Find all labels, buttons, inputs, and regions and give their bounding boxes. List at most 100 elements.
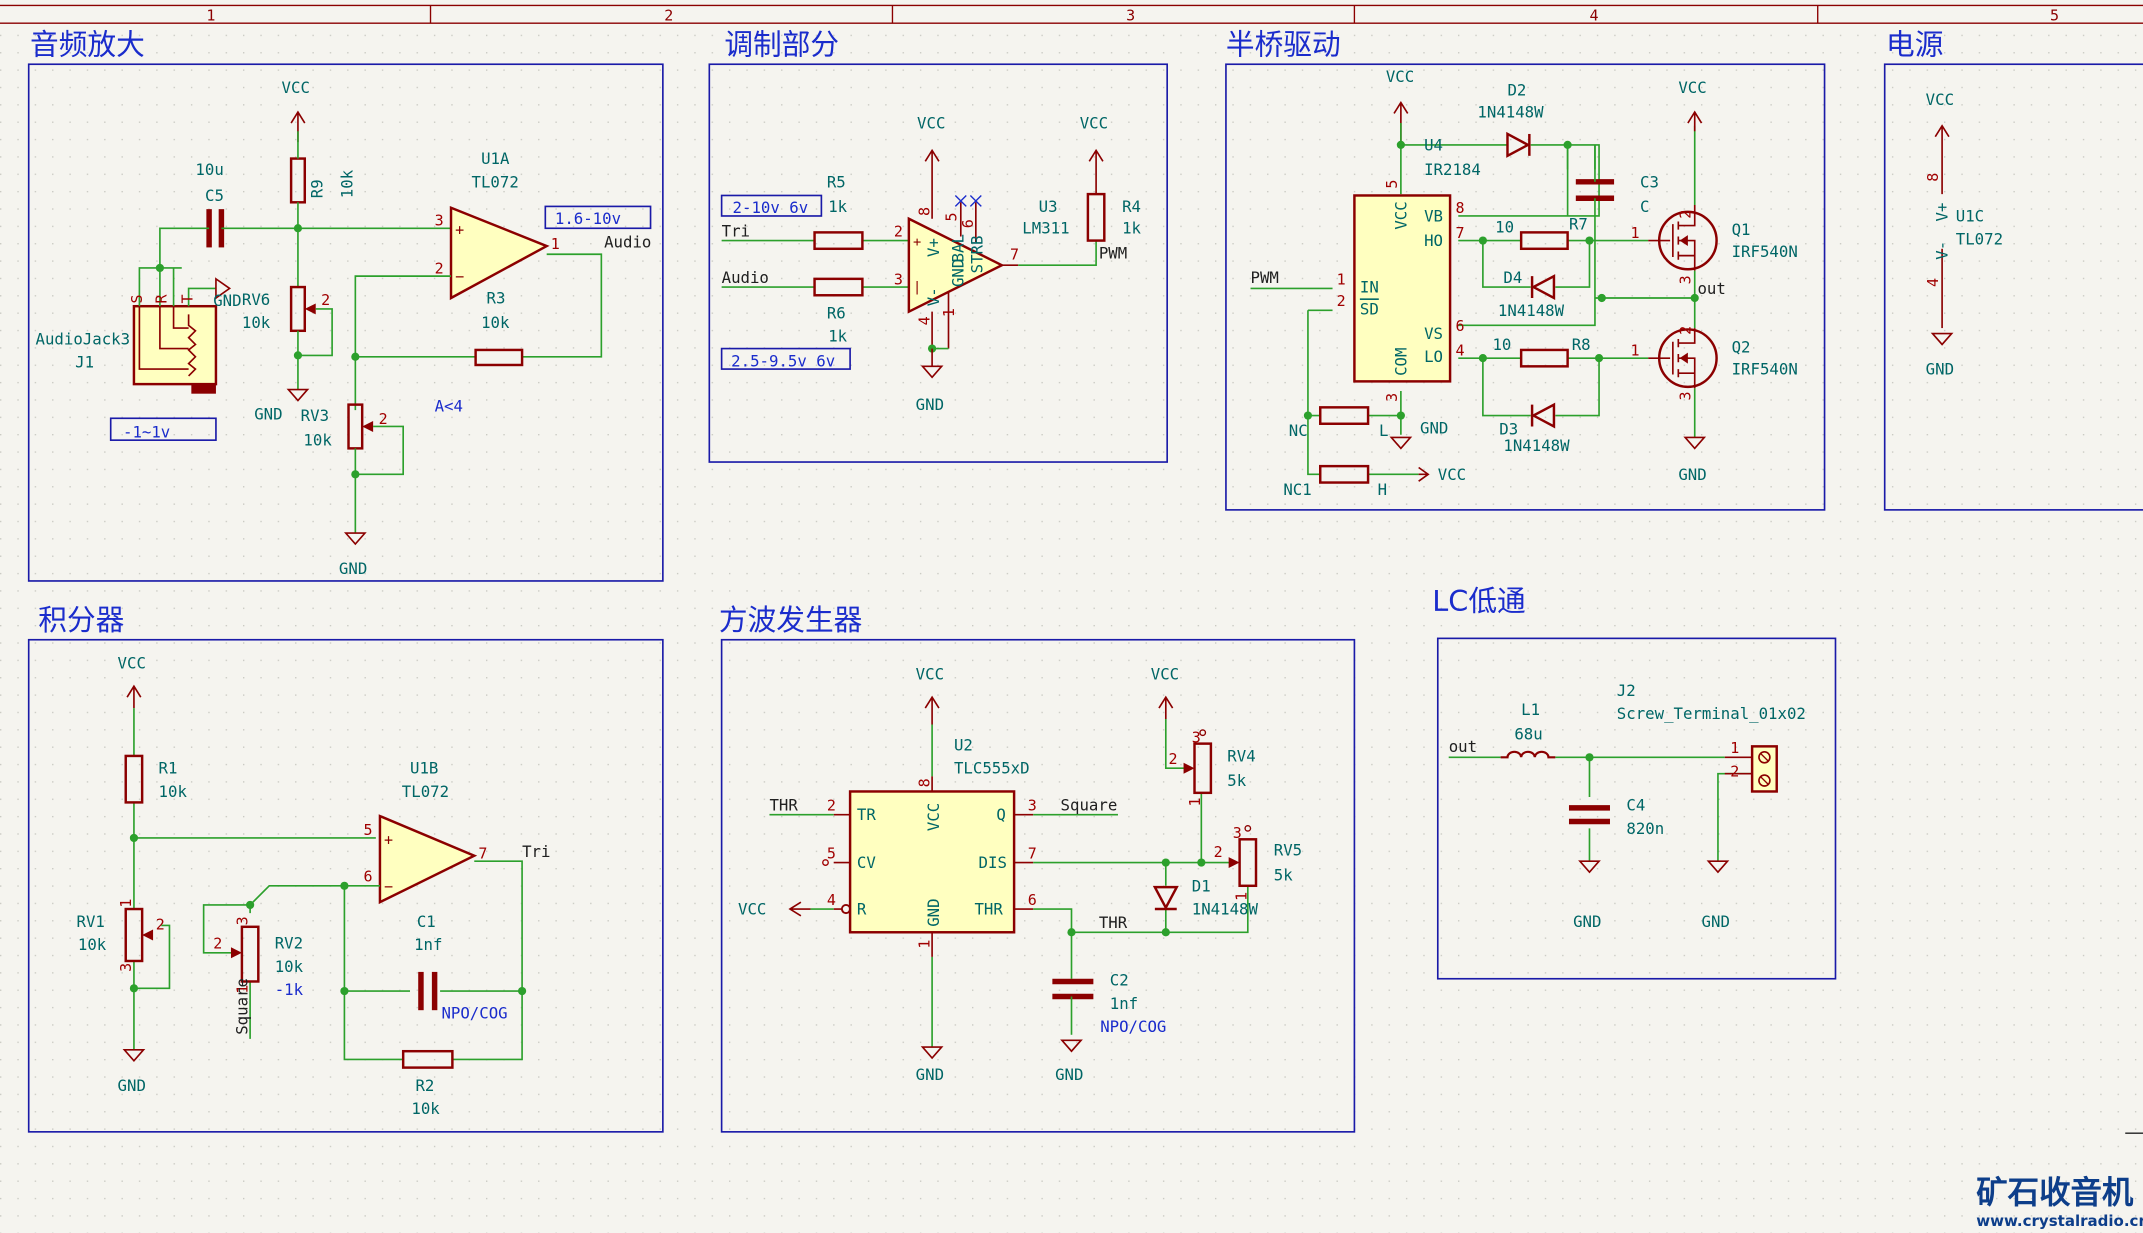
- pin-number: 6: [364, 868, 373, 886]
- diode-d3[interactable]: D3 1N4148W: [1499, 402, 1570, 455]
- c2-note: NPO/COG: [1100, 1017, 1166, 1036]
- pin-number: 2: [827, 797, 836, 815]
- potentiometer-rv5[interactable]: 2 3 1 RV5 5k: [1214, 824, 1303, 901]
- j1-value: AudioJack3: [36, 329, 131, 348]
- section-audio-amp: 音频放大 VCC R9 10k 10u C5: [27, 28, 664, 582]
- u3-value: LM311: [1022, 219, 1069, 238]
- opamp-u1b[interactable]: + − 5 6 7 U1B TL072: [364, 759, 488, 905]
- jack-pin-t: T: [179, 294, 197, 303]
- vcc-symbol[interactable]: VCC: [118, 653, 146, 709]
- diode-d2[interactable]: D2 1N4148W: [1477, 81, 1544, 158]
- svg-text:VB: VB: [1424, 206, 1443, 225]
- gnd-symbol: GND: [1926, 332, 1954, 379]
- capacitor-c2[interactable]: C2 1nf NPO/COG: [1052, 971, 1166, 1036]
- svg-text:SD: SD: [1360, 299, 1379, 318]
- j2-value: Screw_Terminal_01x02: [1617, 704, 1806, 723]
- resistor-r7[interactable]: 10 R7: [1495, 215, 1588, 251]
- potentiometer-rv3[interactable]: 2 RV3 10k: [301, 403, 404, 534]
- svg-text:IN: IN: [1360, 278, 1379, 297]
- diode-d4[interactable]: D4 1N4148W: [1498, 268, 1565, 320]
- svg-text:HO: HO: [1424, 231, 1443, 250]
- svg-text:COM: COM: [1391, 348, 1410, 376]
- d1-ref: D1: [1192, 876, 1211, 895]
- vcc-symbol[interactable]: VCC: [738, 899, 811, 918]
- comparator-u3[interactable]: + | V+ V- BAL GND STRB 2 3 8 5 6 4 1 7 U…: [894, 194, 1070, 349]
- q1-value: IRF540N: [1732, 242, 1798, 261]
- section-frame: [708, 63, 1168, 463]
- mosfet-q2[interactable]: 1 2 3 Q2 IRF540N: [1630, 326, 1797, 401]
- pin-number: 3: [1677, 275, 1695, 284]
- pin-number: 6: [1456, 317, 1465, 335]
- pin-number: 8: [915, 778, 933, 787]
- gate-driver-u4[interactable]: VCC VB HO IN SD VS LO COM 5 8 7 1 2 6 4 …: [1337, 180, 1465, 402]
- svg-text:−: −: [384, 877, 393, 895]
- watermark: 矿石收音机 www.crystalradio.cn: [1976, 1174, 2143, 1230]
- resistor-r5[interactable]: R5 1k: [813, 172, 864, 251]
- svg-text:DIS: DIS: [979, 853, 1007, 872]
- section-integrator: 积分器 VCC R1 10k 2 1 3 RV1 10k GND: [27, 603, 664, 1133]
- pin-number: 3: [1028, 797, 1037, 815]
- vcc-symbol[interactable]: VCC: [1678, 78, 1707, 132]
- pin-number: 1: [1186, 797, 1204, 806]
- gnd-symbol: GND: [916, 348, 944, 414]
- potentiometer-rv6[interactable]: 2 RV6 10k: [242, 285, 333, 390]
- gnd-label: GND: [1678, 465, 1706, 484]
- resistor-nc[interactable]: NC L: [1289, 406, 1389, 440]
- pin-number: 8: [1456, 199, 1465, 217]
- audio-jack-j1[interactable]: S R T AudioJack3 J1: [36, 263, 218, 394]
- pin-number: 2: [1337, 292, 1346, 310]
- resistor-r2[interactable]: R2 10k: [401, 1049, 454, 1118]
- diode-d1[interactable]: D1 1N4148W: [1152, 876, 1259, 918]
- inductor-l1[interactable]: L1 68u: [1500, 700, 1556, 759]
- resistor-r8[interactable]: 10 R8: [1492, 335, 1591, 368]
- resistor-nc1[interactable]: NC1 H: [1283, 464, 1387, 499]
- mosfet-q1[interactable]: 1 2 3 Q1 IRF540N: [1630, 205, 1798, 284]
- svg-text:LO: LO: [1424, 347, 1443, 366]
- nc-ref: NC: [1289, 421, 1308, 440]
- section-modulation: 调制部分 2-10v 6v 2.5-9.5v 6v Tri Audio R5 1…: [708, 28, 1168, 463]
- q2-ref: Q2: [1732, 338, 1751, 357]
- rv6-value: 10k: [242, 313, 271, 332]
- vcc-label: VCC: [916, 664, 944, 683]
- screw-terminal-j2[interactable]: 1 2 J2 Screw_Terminal_01x02: [1617, 681, 1806, 793]
- resistor-r4[interactable]: R4 1k: [1086, 192, 1142, 242]
- vcc-symbol[interactable]: VCC: [917, 113, 945, 219]
- vcc-symbol[interactable]: VCC: [916, 664, 944, 725]
- c5-value: 10u: [195, 160, 223, 179]
- vcc-symbol[interactable]: VCC: [1080, 113, 1108, 195]
- pin-number: 2: [1214, 843, 1223, 861]
- potentiometer-rv2[interactable]: 2 3 1 RV2 10k -1k: [213, 916, 303, 999]
- u2-ref: U2: [954, 735, 973, 754]
- timer-u2[interactable]: TR CV R VCC GND Q DIS THR 2 5 4 8 1 3 7 …: [822, 776, 1037, 957]
- pin-number: 8: [1924, 173, 1942, 182]
- r9-value: 10k: [338, 169, 357, 198]
- vcc-symbol[interactable]: VCC: [1151, 664, 1179, 720]
- capacitor-c4[interactable]: C4 820n: [1568, 796, 1664, 838]
- net-label-pwm: PWM: [1099, 243, 1127, 262]
- top-ruler: 1 2 3 4 5: [0, 4, 2143, 25]
- resistor-r1[interactable]: R1 10k: [124, 754, 188, 804]
- pin-number: 1: [1630, 341, 1639, 359]
- net-label-out: out: [1449, 737, 1477, 756]
- resistor-r3[interactable]: R3 10k: [474, 288, 524, 367]
- svg-text:2-10v 6v: 2-10v 6v: [733, 198, 809, 217]
- capacitor-c1[interactable]: C1 1nf NPO/COG: [414, 912, 508, 1023]
- potentiometer-rv4[interactable]: 2 3 1 RV4 5k: [1169, 728, 1256, 806]
- resistor-r6[interactable]: R6 1k: [813, 277, 864, 346]
- svg-text:BAL: BAL: [949, 234, 968, 262]
- opamp-u1a[interactable]: + − 3 2 1 U1A TL072: [435, 149, 560, 301]
- svg-text:R: R: [857, 899, 867, 918]
- note-gain: A<4: [435, 396, 463, 415]
- r6-ref: R6: [827, 304, 846, 323]
- svg-text:GND: GND: [949, 259, 968, 287]
- vcc-symbol[interactable]: VCC: [1926, 90, 1954, 195]
- u4-value: IR2184: [1424, 160, 1481, 179]
- opamp-power-u1c[interactable]: 8 4 V+ V- U1C TL072: [1924, 173, 2003, 329]
- section-frame: [27, 63, 664, 582]
- ruler-col-2: 2: [664, 7, 673, 25]
- net-label-thr: THR: [769, 796, 798, 815]
- potentiometer-rv1[interactable]: 2 1 3 RV1 10k: [77, 899, 165, 972]
- section-frame: [1436, 637, 1837, 980]
- vcc-symbol[interactable]: VCC: [1418, 465, 1467, 484]
